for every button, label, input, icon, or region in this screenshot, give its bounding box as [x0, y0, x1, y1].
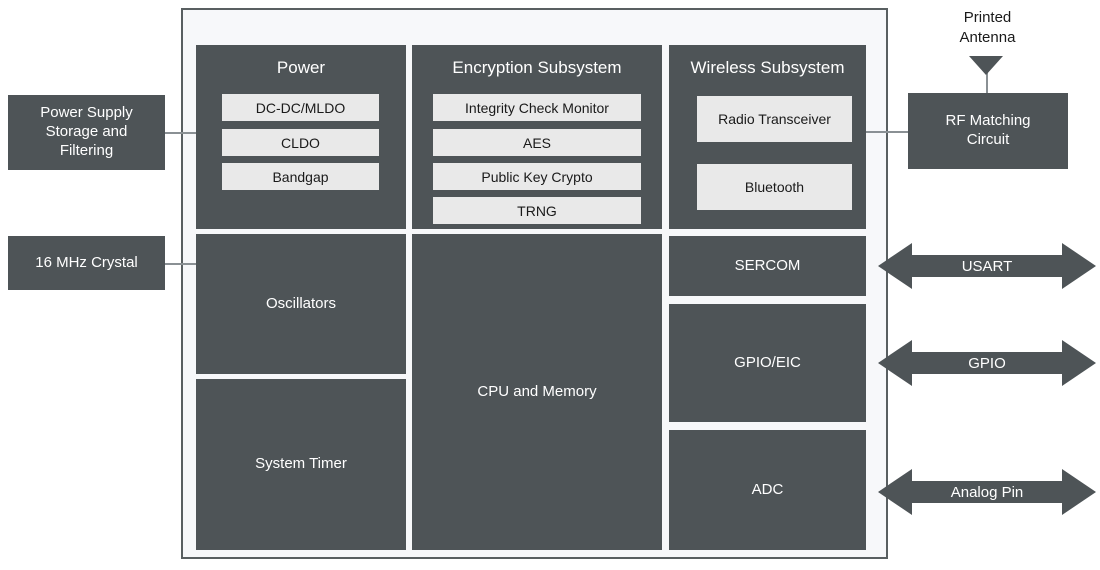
subblock-public-key-crypto-label: Public Key Crypto — [481, 168, 593, 185]
subblock-integrity-check-monitor-label: Integrity Check Monitor — [465, 99, 609, 116]
subblock-aes[interactable]: AES — [433, 129, 641, 156]
subblock-cldo[interactable]: CLDO — [222, 129, 379, 156]
group-power-title: Power — [276, 58, 326, 77]
group-wireless-subsystem-title: Wireless Subsystem — [690, 58, 845, 77]
block-system-timer[interactable]: System Timer — [196, 379, 406, 550]
subblock-trng-label: TRNG — [517, 202, 557, 219]
block-system-timer-label: System Timer — [255, 455, 347, 473]
block-adc[interactable]: ADC — [669, 430, 866, 550]
block-cpu-and-memory[interactable]: CPU and Memory — [412, 234, 662, 550]
wire-wireless-to-rf-matching — [866, 131, 908, 133]
block-sercom-label: SERCOM — [734, 256, 801, 274]
subblock-bluetooth[interactable]: Bluetooth — [697, 164, 852, 210]
external-block-rf-matching-label: RF Matching Circuit — [945, 112, 1031, 148]
subblock-radio-transceiver[interactable]: Radio Transceiver — [697, 96, 852, 142]
external-block-crystal[interactable]: 16 MHz Crystal — [8, 236, 165, 290]
subblock-bluetooth-label: Bluetooth — [744, 179, 805, 195]
wire-power-supply-to-chip — [165, 132, 203, 134]
subblock-cldo-label: CLDO — [281, 134, 320, 151]
subblock-radio-transceiver-label: Radio Transceiver — [718, 111, 831, 127]
io-arrow-usart[interactable]: USART — [878, 241, 1096, 291]
wire-crystal-to-chip — [165, 263, 203, 265]
external-block-rf-matching[interactable]: RF Matching Circuit — [908, 93, 1068, 169]
subblock-public-key-crypto[interactable]: Public Key Crypto — [433, 163, 641, 190]
wire-antenna-to-rf-matching — [986, 70, 988, 94]
antenna-icon — [955, 55, 1017, 82]
subblock-bandgap[interactable]: Bandgap — [222, 163, 379, 190]
block-gpio-eic-label: GPIO/EIC — [734, 353, 801, 371]
external-block-crystal-label: 16 MHz Crystal — [35, 253, 138, 271]
group-encryption-subsystem-title: Encryption Subsystem — [452, 58, 622, 77]
block-cpu-and-memory-label: CPU and Memory — [477, 382, 597, 400]
block-gpio-eic[interactable]: GPIO/EIC — [669, 304, 866, 422]
subblock-dc-dc-mldo[interactable]: DC-DC/MLDO — [222, 94, 379, 121]
external-block-power-supply[interactable]: Power Supply Storage and Filtering — [8, 95, 165, 170]
subblock-dc-dc-mldo-label: DC-DC/MLDO — [255, 99, 346, 116]
subblock-integrity-check-monitor[interactable]: Integrity Check Monitor — [433, 94, 641, 121]
io-arrow-analog-pin[interactable]: Analog Pin — [878, 467, 1096, 517]
subblock-aes-label: AES — [522, 134, 551, 151]
block-oscillators-label: Oscillators — [265, 294, 336, 312]
printed-antenna-label: Printed Antenna — [959, 9, 1016, 46]
external-block-power-supply-label: Power Supply Storage and Filtering — [40, 104, 133, 159]
block-adc-label: ADC — [751, 480, 784, 498]
subblock-trng[interactable]: TRNG — [433, 197, 641, 224]
subblock-bandgap-label: Bandgap — [272, 168, 329, 185]
block-oscillators[interactable]: Oscillators — [196, 234, 406, 374]
io-arrow-gpio[interactable]: GPIO — [878, 338, 1096, 388]
block-sercom[interactable]: SERCOM — [669, 236, 866, 296]
